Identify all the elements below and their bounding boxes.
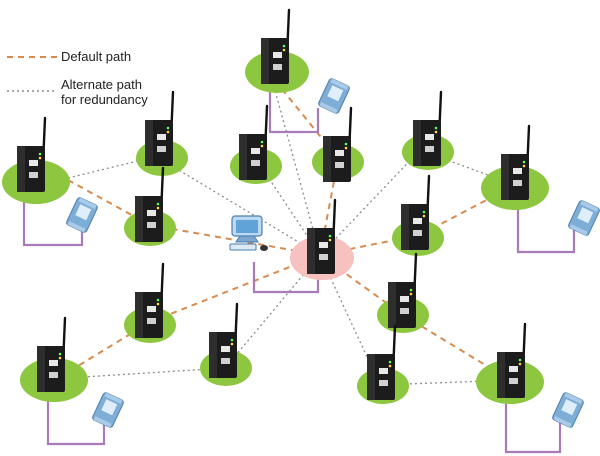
io-module-icon — [65, 196, 99, 234]
legend: Default path Alternate path for redundan… — [7, 49, 148, 107]
io-module-icon — [91, 391, 125, 429]
wireless-router-icon — [386, 252, 418, 330]
wireless-router-icon — [411, 90, 443, 168]
wireless-router-icon — [35, 316, 67, 394]
wireless-router-icon — [495, 322, 527, 400]
wireless-router-icon — [321, 106, 353, 184]
wireless-router-icon — [133, 166, 165, 244]
hub-router-icon — [305, 198, 337, 276]
wireless-router-icon — [133, 262, 165, 340]
wireless-router-icon — [237, 104, 269, 182]
wireless-router-icon — [365, 324, 397, 402]
wireless-router-icon — [259, 8, 291, 86]
io-module-icon — [567, 199, 600, 237]
io-module-icon — [551, 391, 585, 429]
wireless-router-icon — [207, 302, 239, 380]
wireless-router-icon — [143, 90, 175, 168]
wireless-router-icon — [399, 174, 431, 252]
default-path-legend-label: Default path — [61, 49, 131, 64]
wireless-router-icon — [15, 116, 47, 194]
default-paths — [54, 71, 516, 381]
alternate-path-legend-label-line1: Alternate path — [61, 77, 142, 92]
io-module-icon — [317, 77, 351, 115]
computer-icon — [229, 215, 268, 251]
alternate-path-legend-label-line2: for redundancy — [61, 92, 148, 107]
wireless-router-icon — [499, 124, 531, 202]
